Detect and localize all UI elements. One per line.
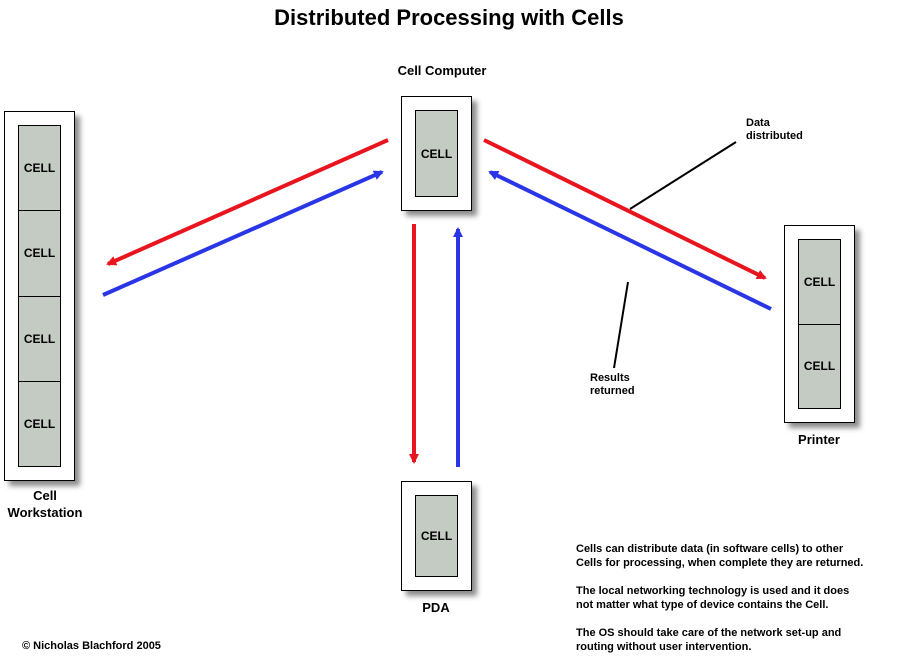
cell-computer-cells: CELL — [415, 110, 458, 197]
paragraph-line: routing without user intervention. — [576, 641, 752, 653]
cell-block: CELL — [19, 211, 60, 297]
workstation-label-line1: Cell — [33, 488, 57, 503]
cell-block: CELL — [19, 381, 60, 466]
data-distributed-note: Data distributed — [746, 117, 803, 143]
diagram-title: Distributed Processing with Cells — [274, 5, 624, 30]
data-distributed-pointer — [629, 141, 737, 210]
explanation-paragraph-3: The OS should take care of the network s… — [576, 626, 896, 654]
explanation-paragraph-1: Cells can distribute data (in software c… — [576, 542, 896, 570]
workstation-label-line2: Workstation — [7, 505, 83, 520]
data-arrow-to-printer — [483, 138, 767, 280]
printer-device: CELL CELL — [784, 225, 855, 423]
cell-computer-device: CELL — [401, 96, 472, 211]
cell-block: CELL — [799, 240, 840, 325]
pda-cells: CELL — [415, 495, 458, 577]
data-arrow-to-workstation — [106, 138, 389, 266]
printer-label: Printer — [798, 432, 840, 447]
explanation-paragraph-2: The local networking technology is used … — [576, 584, 896, 612]
pda-device: CELL — [401, 481, 472, 591]
results-returned-pointer — [613, 281, 629, 369]
data-distributed-line1: Data — [746, 117, 770, 129]
cell-block: CELL — [799, 324, 840, 408]
cell-workstation-label: Cell Workstation — [0, 487, 90, 521]
paragraph-line: Cells can distribute data (in software c… — [576, 543, 844, 555]
cell-workstation-cells: CELL CELL CELL CELL — [18, 125, 61, 467]
result-arrow-from-printer — [488, 170, 772, 311]
cell-block: CELL — [19, 296, 60, 382]
printer-cells: CELL CELL — [798, 239, 841, 409]
cell-block: CELL — [19, 126, 60, 212]
result-arrow-from-workstation — [102, 170, 384, 297]
paragraph-line: Cells for processing, when complete they… — [576, 557, 864, 569]
results-returned-line1: Results — [590, 372, 630, 384]
data-distributed-line2: distributed — [746, 130, 803, 142]
results-returned-line2: returned — [590, 385, 635, 397]
pda-label: PDA — [422, 600, 450, 615]
copyright-notice: © Nicholas Blachford 2005 — [22, 640, 161, 652]
paragraph-line: The local networking technology is used … — [576, 585, 850, 597]
cell-block: CELL — [416, 496, 457, 576]
results-returned-note: Results returned — [590, 372, 635, 398]
cell-block: CELL — [416, 111, 457, 196]
cell-workstation-device: CELL CELL CELL CELL — [4, 111, 75, 481]
paragraph-line: not matter what type of device contains … — [576, 599, 829, 611]
cell-computer-label: Cell Computer — [397, 63, 487, 78]
paragraph-line: The OS should take care of the network s… — [576, 627, 842, 639]
